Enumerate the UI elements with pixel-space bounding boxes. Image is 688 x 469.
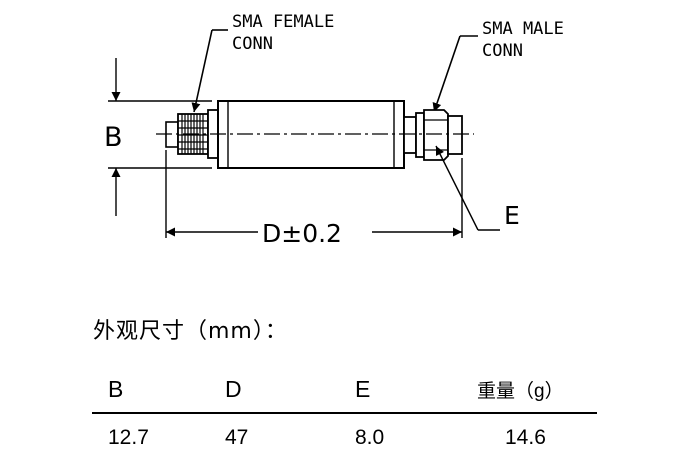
table-header-row: B D E 重量（g） — [92, 372, 597, 414]
dimension-d-label: D±0.2 — [262, 219, 342, 248]
female-connector-label-line2: CONN — [232, 34, 273, 54]
sma-male-connector — [403, 109, 463, 161]
header-weight: 重量（g） — [473, 372, 597, 414]
header-d: D — [225, 372, 355, 414]
male-connector-label: SMA MALE — [482, 19, 564, 39]
dimensions-caption: 外观尺寸（mm）： — [93, 319, 288, 344]
female-connector-label: SMA FEMALE — [232, 12, 334, 32]
dimension-e-label: E — [504, 201, 520, 230]
dimension-e — [435, 145, 500, 231]
cell-b: 12.7 — [108, 426, 149, 449]
dimension-d — [165, 150, 463, 238]
header-e: E — [355, 372, 473, 414]
dimension-spec-table: B D E 重量（g） 12.7 47 8.0 14.6 — [92, 372, 597, 450]
cell-weight: 14.6 — [505, 426, 546, 449]
cell-e: 8.0 — [355, 426, 385, 449]
attenuator-outline-drawing: SMA FEMALE CONN SMA MALE CONN — [104, 12, 564, 248]
female-leader-line — [191, 29, 228, 113]
male-connector-label-line2: CONN — [482, 41, 523, 61]
dimension-b — [108, 58, 212, 216]
cell-d: 47 — [225, 426, 249, 449]
dimension-b-label: B — [104, 122, 123, 153]
table-row: 12.7 47 8.0 14.6 — [92, 413, 597, 450]
male-leader-line — [432, 35, 478, 113]
header-b: B — [92, 372, 225, 414]
